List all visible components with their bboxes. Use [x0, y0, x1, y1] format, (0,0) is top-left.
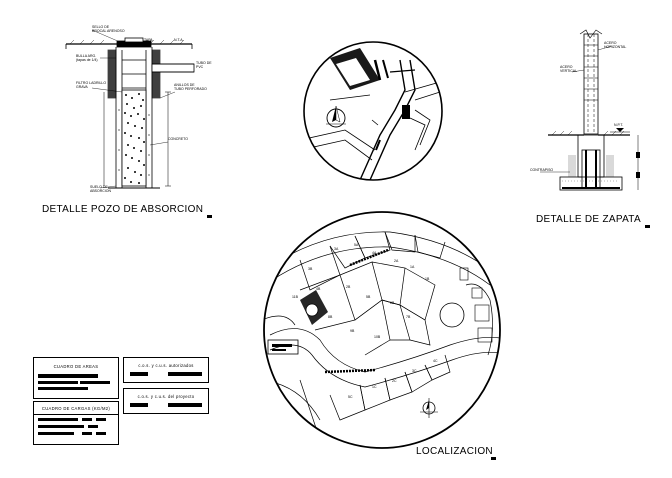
title-marker: [491, 457, 496, 460]
table-row: [80, 381, 110, 384]
svg-text:8B: 8B: [328, 315, 333, 319]
label-sello-2: BROCAL ARENOSO: [92, 29, 125, 33]
svg-text:5B: 5B: [366, 295, 371, 299]
svg-text:5C: 5C: [348, 395, 353, 399]
cus-autorizados-title: c.o.s. y c.u.s. autorizados: [138, 363, 194, 368]
svg-text:7B: 7B: [406, 315, 411, 319]
svg-text:9B: 9B: [350, 329, 355, 333]
table-row: [38, 418, 78, 421]
svg-text:6B: 6B: [390, 301, 395, 305]
label-tubo-2: PVC: [196, 65, 204, 69]
table-row: [82, 432, 92, 435]
svg-text:4B: 4B: [316, 287, 321, 291]
label-nta: N.T.A.: [174, 38, 184, 42]
label-anillos-2: CONCRETO: [168, 137, 188, 141]
table-row: [38, 381, 78, 384]
label-perforado: TUBO PERFORADO: [174, 87, 207, 91]
table-row: [82, 418, 92, 421]
label-acero-h-2: HORIZONTAL: [604, 45, 627, 49]
table-row: [38, 425, 84, 428]
table-row: [38, 374, 98, 378]
cus-autorizados-table: c.o.s. y c.u.s. autorizados: [123, 357, 209, 383]
svg-text:11B: 11B: [292, 295, 299, 299]
site-plan: [263, 211, 501, 449]
label-sello: SELLO DE: [92, 25, 110, 29]
svg-text:2C: 2C: [392, 379, 397, 383]
label-bulla: BULLA ARG.: [76, 54, 97, 58]
cuadro-cargas-table: CUADRO DE CARGAS (KG/M2): [33, 401, 119, 445]
label-acero-v-2: VERTICAL: [560, 69, 578, 73]
label-anillos: ANILLOS DE: [174, 83, 195, 87]
title-marker: [207, 215, 212, 218]
label-tapa: TAPA: [144, 38, 153, 42]
svg-text:2B: 2B: [346, 285, 351, 289]
table-row: [38, 387, 88, 390]
table-cell: [168, 403, 202, 407]
lot-labels: 3A 5A 4A 2A 1A 1B 3B 4B 2B 5B 6B 7B 8B 9B 10B 11…: [292, 243, 438, 399]
svg-text:3A: 3A: [334, 247, 339, 251]
svg-text:10B: 10B: [374, 335, 381, 339]
svg-text:1C: 1C: [372, 385, 377, 389]
table-cell: [130, 372, 148, 376]
label-suelo: SUELO DE: [90, 185, 108, 189]
north-arrow-icon: [420, 398, 438, 418]
label-bulla-2: (tapas de 1/4): [76, 58, 98, 62]
label-npt: N.P.T.: [614, 123, 624, 127]
cus-proyecto-table: c.o.s. y c.u.s. del proyecto: [123, 388, 209, 414]
svg-text:4A: 4A: [372, 251, 377, 255]
label-contrapiso: CONTRAPISO: [530, 168, 554, 172]
table-divider: [34, 414, 118, 415]
svg-text:5A: 5A: [354, 243, 359, 247]
table-row: [96, 432, 106, 435]
cuadro-areas-table: CUADRO DE AREAS: [33, 357, 119, 399]
pozo-detail: [65, 29, 195, 189]
title-pozo: DETALLE POZO DE ABSORCION: [42, 204, 204, 215]
svg-text:2A: 2A: [394, 259, 399, 263]
table-row: [96, 418, 106, 421]
vicinity-north-icon: [326, 105, 346, 128]
svg-text:4C: 4C: [433, 359, 438, 363]
cuadro-areas-title: CUADRO DE AREAS: [53, 364, 99, 369]
svg-text:3B: 3B: [308, 267, 313, 271]
label-grava: GRAVA: [76, 85, 88, 89]
title-localizacion: LOCALIZACION: [416, 446, 493, 457]
cus-proyecto-title: c.o.s. y c.u.s. del proyecto: [137, 394, 195, 399]
table-row: [88, 425, 98, 428]
label-suelo-2: ABSORCION: [90, 189, 112, 193]
label-filtro: FILTRO LADRILLO: [76, 81, 107, 85]
table-cell: [130, 403, 148, 407]
cuadro-cargas-title: CUADRO DE CARGAS (KG/M2): [41, 406, 111, 411]
title-marker: [645, 225, 650, 228]
svg-text:3C: 3C: [412, 369, 417, 373]
svg-text:1B: 1B: [425, 277, 430, 281]
table-row: [38, 432, 74, 435]
label-acero-v: ACERO: [560, 65, 573, 69]
zapata-detail: [540, 29, 640, 191]
svg-text:1A: 1A: [410, 265, 415, 269]
label-acero-h: ACERO: [604, 41, 617, 45]
table-cell: [168, 372, 202, 376]
title-zapata: DETALLE DE ZAPATA: [536, 214, 641, 225]
vicinity-map: [303, 41, 443, 181]
label-tubo: TUBO DE: [196, 61, 212, 65]
